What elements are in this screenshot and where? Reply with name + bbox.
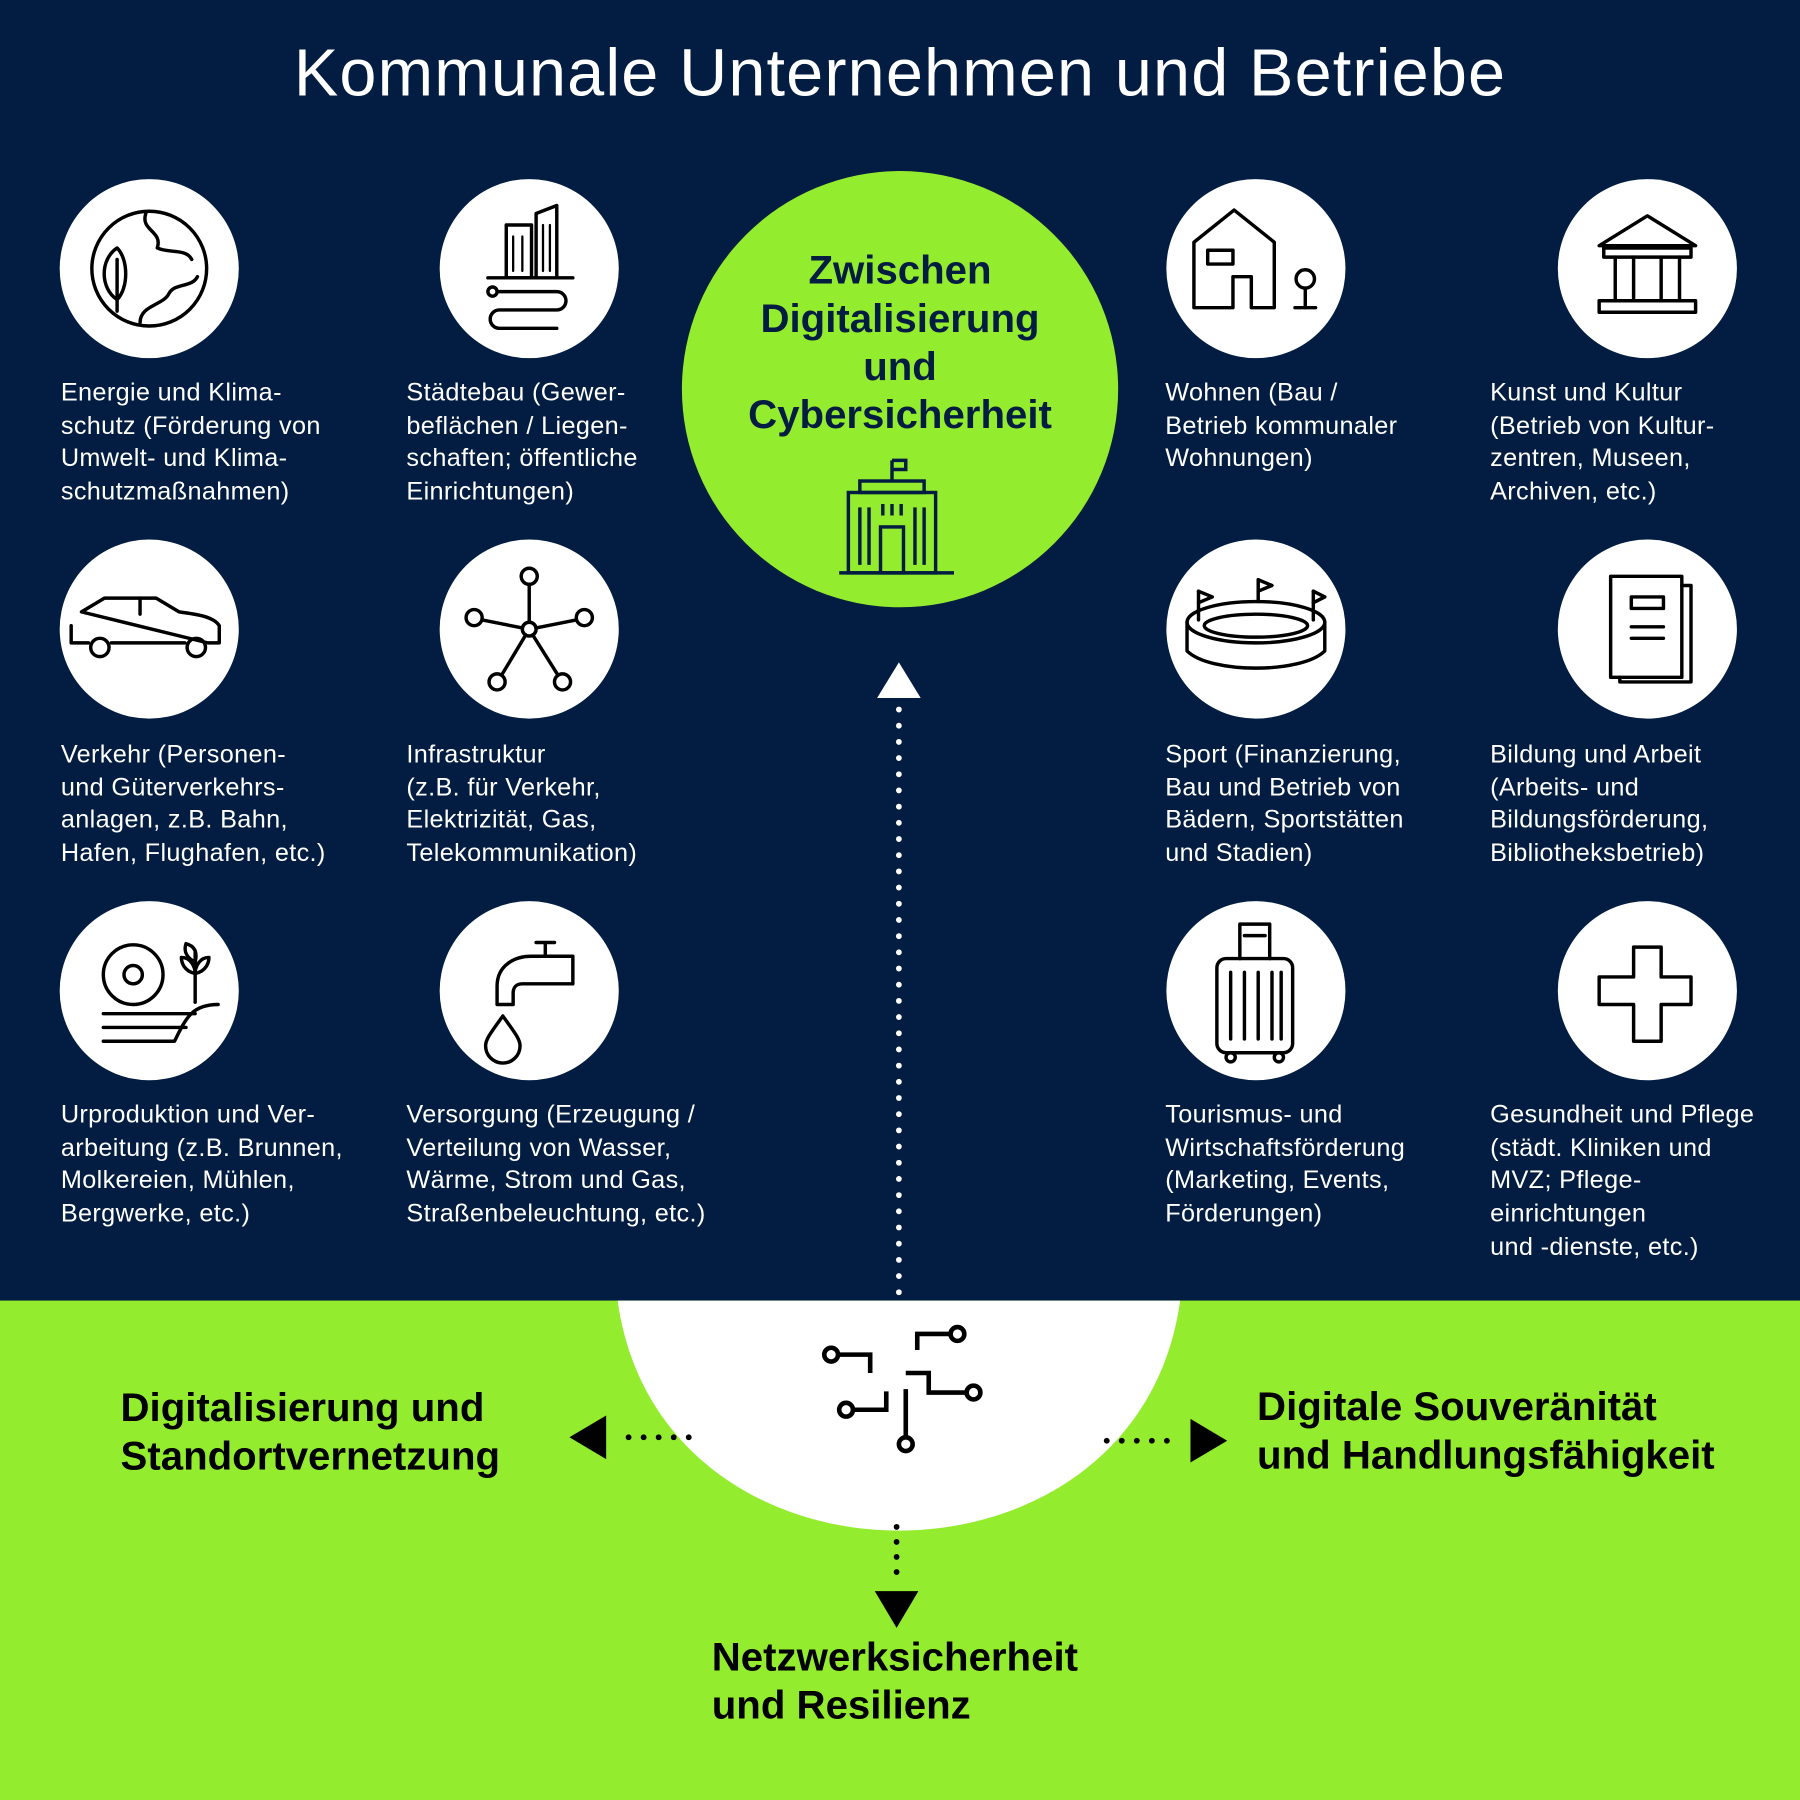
sector-icon-circle [1166, 901, 1346, 1081]
farm-icon [101, 941, 220, 1043]
circuit-icon [821, 1324, 983, 1454]
arrow-left-head [569, 1415, 607, 1460]
car-icon [69, 596, 221, 659]
globe-leaf-icon [90, 209, 209, 328]
sector-description: Urproduktion und Ver- arbeitung (z.B. Br… [60, 1099, 343, 1228]
city-hall-icon [839, 458, 954, 575]
health-cross-icon [1597, 945, 1693, 1043]
sector-description: Infrastruktur (z.B. für Verkehr, Elektri… [406, 739, 638, 867]
sector-description: Gesundheit und Pflege (städt. Kliniken u… [1490, 1099, 1755, 1261]
sector-icon-circle [1557, 539, 1737, 719]
suitcase-icon [1215, 922, 1295, 1064]
sector-description: Wohnen (Bau / Betrieb kommunaler Wohnung… [1165, 377, 1398, 473]
network-icon [464, 566, 595, 692]
sector-icon-circle [59, 179, 239, 359]
sector-icon-circle [439, 901, 619, 1081]
museum-icon [1597, 214, 1698, 314]
sector-description: Kunst und Kultur (Betrieb von Kultur- ze… [1490, 377, 1715, 506]
sector-icon-circle [59, 901, 239, 1081]
arrow-up-head [877, 662, 921, 698]
sector-description: Versorgung (Erzeugung / Verteilung von W… [406, 1099, 706, 1228]
sector-description: Energie und Klima- schutz (Förderung von… [60, 377, 321, 506]
outcome-right-label: Digitale Souveränität und Handlungsfähig… [1257, 1384, 1715, 1478]
sector-icon-circle [439, 539, 619, 719]
sector-icon-circle [439, 179, 619, 359]
water-tap-icon [483, 940, 575, 1065]
center-focus-circle: Zwischen Digitalisierung und Cybersicher… [681, 171, 1119, 608]
sector-description: Tourismus- und Wirtschaftsförderung (Mar… [1165, 1099, 1406, 1228]
sector-icon-circle [1166, 179, 1346, 359]
buildings-icon [486, 203, 575, 331]
book-icon [1608, 574, 1693, 684]
outcome-bottom-label: Netzwerksicherheit und Resilienz [711, 1634, 1079, 1728]
stadium-icon [1185, 578, 1327, 670]
sector-description: Städtebau (Gewer- beflächen / Liegen- sc… [406, 377, 638, 506]
arrow-down-head [874, 1591, 919, 1628]
page-title: Kommunale Unternehmen und Betriebe [293, 35, 1507, 111]
sector-description: Verkehr (Personen- und Güterverkehrs- an… [60, 739, 326, 867]
sector-icon-circle [1557, 179, 1737, 359]
center-title: Zwischen Digitalisierung und Cybersicher… [748, 247, 1052, 438]
sector-description: Sport (Finanzierung, Bau und Betrieb von… [1165, 739, 1404, 867]
outcome-left-label: Digitalisierung und Standortvernetzung [120, 1385, 501, 1479]
arrow-right-head [1190, 1418, 1228, 1463]
sector-icon-circle [1557, 901, 1737, 1081]
sector-description: Bildung und Arbeit (Arbeits- und Bildung… [1490, 739, 1709, 867]
sector-icon-circle [59, 539, 239, 719]
sector-icon-circle [1166, 539, 1346, 719]
bottom-hub-shape [617, 1300, 1181, 1531]
house-icon [1192, 208, 1318, 310]
